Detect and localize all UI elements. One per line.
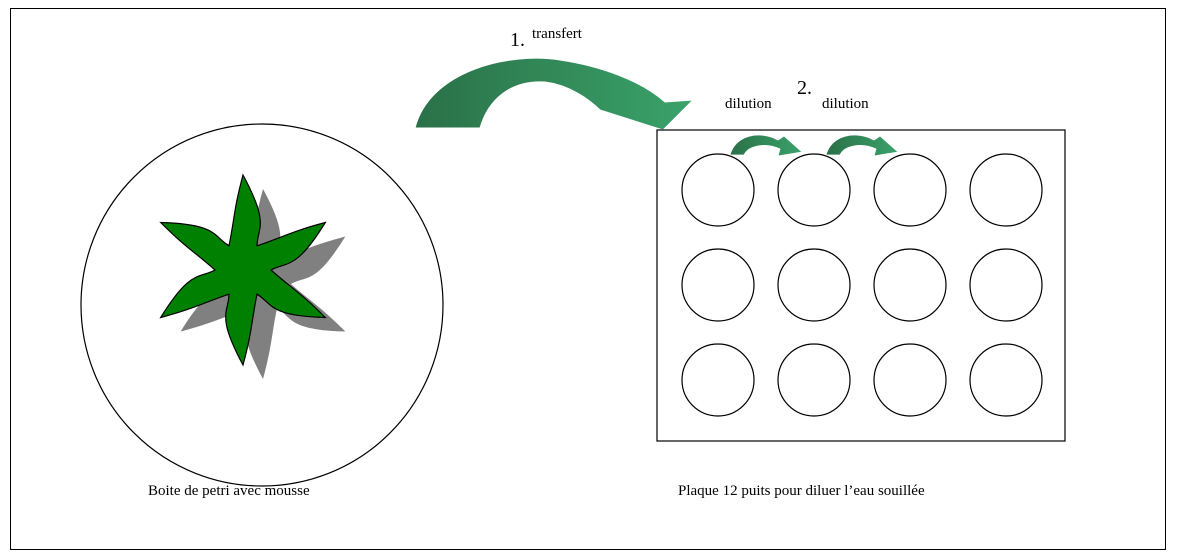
well: [873, 248, 947, 322]
well: [777, 153, 851, 227]
dilution-arrow-2: [825, 134, 899, 157]
petri-caption: Boite de petri avec mousse: [148, 483, 310, 499]
well: [969, 153, 1043, 227]
well: [969, 343, 1043, 417]
moss: [159, 173, 327, 367]
step1-label: transfert: [532, 26, 582, 42]
step1-number: 1.: [510, 29, 525, 51]
transfer-arrow: [414, 57, 695, 131]
well: [681, 153, 755, 227]
step2-label-left: dilution: [725, 96, 772, 112]
well: [873, 153, 947, 227]
well: [777, 343, 851, 417]
well: [969, 248, 1043, 322]
wells-grid: [681, 153, 1043, 417]
step2-number: 2.: [797, 77, 812, 99]
well: [777, 248, 851, 322]
well: [873, 343, 947, 417]
diagram-frame: [10, 8, 1166, 550]
well: [681, 248, 755, 322]
plate-caption: Plaque 12 puits pour diluer l’eau souill…: [678, 483, 925, 499]
dilution-arrow-1: [729, 134, 803, 157]
step2-label-right: dilution: [822, 96, 869, 112]
well: [681, 343, 755, 417]
